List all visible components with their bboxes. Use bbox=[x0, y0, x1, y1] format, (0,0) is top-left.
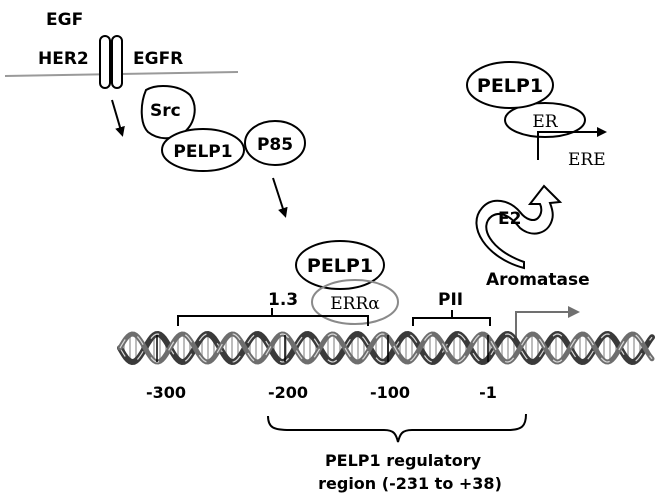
er-pelp1-shape bbox=[466, 61, 554, 109]
tick-label-minus-300: -300 bbox=[146, 383, 186, 402]
erralpha-shape bbox=[311, 279, 399, 325]
er-label: ER bbox=[532, 112, 558, 132]
her2-receptor-shape bbox=[99, 35, 111, 89]
er-shape bbox=[504, 102, 586, 138]
ere-tss-arrow bbox=[537, 127, 607, 160]
tick-label-minus-1: -1 bbox=[479, 383, 497, 402]
p85-shape bbox=[244, 120, 306, 166]
aromatase-label: Aromatase bbox=[486, 270, 590, 290]
er-pelp1-label: PELP1 bbox=[477, 75, 543, 97]
arrow-complex-to-promoter bbox=[272, 177, 288, 218]
regulatory-region-brace bbox=[267, 413, 527, 443]
e2-label: E2 bbox=[498, 209, 521, 229]
p85-label: P85 bbox=[257, 135, 293, 155]
tick-label-minus-200: -200 bbox=[268, 383, 308, 402]
position-marks bbox=[156, 335, 489, 362]
src-label: Src bbox=[150, 101, 181, 121]
promoter-pii-label: PII bbox=[438, 290, 463, 310]
egf-label: EGF bbox=[46, 10, 83, 30]
egfr-receptor-shape bbox=[111, 35, 123, 89]
promoter-pelp1-label: PELP1 bbox=[307, 255, 373, 277]
ere-label: ERE bbox=[568, 150, 606, 170]
regulatory-region-label-line1: PELP1 regulatory bbox=[325, 451, 482, 470]
egfr-label: EGFR bbox=[133, 49, 183, 69]
promoter-1-3-bracket bbox=[177, 308, 369, 326]
promoter-pii-bracket bbox=[412, 310, 491, 326]
e2-curved-arrow bbox=[475, 184, 563, 270]
promoter-pelp1-shape bbox=[295, 240, 385, 290]
arrow-receptor-to-complex bbox=[111, 99, 125, 137]
complex-pelp1-shape bbox=[161, 128, 245, 172]
complex-pelp1-label: PELP1 bbox=[173, 142, 232, 162]
erralpha-label: ERRα bbox=[330, 294, 380, 314]
promoter-1-3-label: 1.3 bbox=[268, 290, 298, 310]
tick-label-minus-100: -100 bbox=[370, 383, 410, 402]
dna-double-helix bbox=[117, 330, 655, 366]
her2-label: HER2 bbox=[38, 49, 89, 69]
regulatory-region-label-line2: region (-231 to +38) bbox=[318, 474, 502, 493]
transcription-start-arrow bbox=[515, 306, 580, 340]
